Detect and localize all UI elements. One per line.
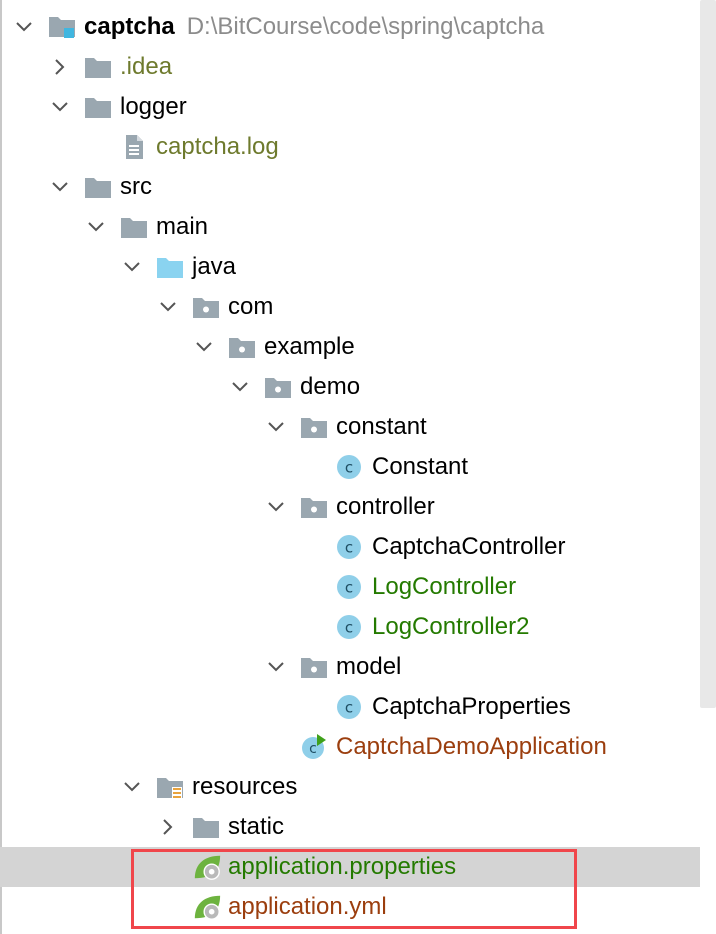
tree-row-label: .idea	[120, 53, 173, 80]
tree-row[interactable]: com	[0, 287, 700, 327]
tree-row-label: CaptchaDemoApplication	[336, 733, 607, 760]
chevron-down-icon[interactable]	[120, 247, 144, 287]
tree-row-label: src	[120, 173, 152, 200]
tree-row-label: application.yml	[228, 893, 387, 920]
tree-row-label: model	[336, 653, 402, 680]
chevron-down-icon[interactable]	[264, 407, 288, 447]
java-class-icon: c	[336, 607, 366, 647]
tree-row-label: CaptchaProperties	[372, 693, 571, 720]
spring-config-icon	[192, 847, 222, 887]
tree-row-label: main	[156, 213, 209, 240]
tree-row[interactable]: resources	[0, 767, 700, 807]
folder-icon	[84, 167, 114, 207]
tree-row[interactable]: main	[0, 207, 700, 247]
source-root-folder-icon	[156, 247, 186, 287]
tree-row[interactable]: demo	[0, 367, 700, 407]
text-file-icon	[120, 127, 150, 167]
tree-row[interactable]: java	[0, 247, 700, 287]
folder-icon	[192, 807, 222, 847]
tree-row[interactable]: example	[0, 327, 700, 367]
chevron-down-icon[interactable]	[48, 167, 72, 207]
module-path: D:\BitCourse\code\spring\captcha	[186, 13, 545, 40]
package-folder-icon	[192, 287, 222, 327]
package-folder-icon	[300, 647, 330, 687]
folder-icon	[84, 87, 114, 127]
tree-row-label: static	[228, 813, 285, 840]
tree-row[interactable]: c CaptchaProperties	[0, 687, 700, 727]
tree-row[interactable]: controller	[0, 487, 700, 527]
tree-row-label: resources	[192, 773, 298, 800]
tree-row-label: captcha.log	[156, 133, 279, 160]
svg-text:c: c	[345, 699, 353, 717]
package-folder-icon	[264, 367, 294, 407]
tree-row-label: java	[192, 253, 237, 280]
tree-row-label: LogController	[372, 573, 517, 600]
chevron-down-icon[interactable]	[264, 487, 288, 527]
tree-row-label: captcha	[84, 13, 175, 40]
tree-row[interactable]: c LogController	[0, 567, 700, 607]
module-folder-icon	[48, 7, 78, 47]
tree-row-label: LogController2	[372, 613, 530, 640]
resources-root-folder-icon	[156, 767, 186, 807]
java-class-icon: c	[336, 527, 366, 567]
java-class-icon: c	[336, 567, 366, 607]
svg-text:c: c	[345, 579, 353, 597]
spring-boot-class-icon: c	[300, 727, 330, 767]
tree-row[interactable]: application.yml	[0, 887, 700, 927]
tree-row[interactable]: model	[0, 647, 700, 687]
tree-row-label: logger	[120, 93, 187, 120]
tree-row[interactable]: c LogController2	[0, 607, 700, 647]
svg-text:c: c	[345, 539, 353, 557]
svg-text:c: c	[309, 741, 317, 757]
tree-row-label: Constant	[372, 453, 469, 480]
tree-row-label: demo	[300, 373, 361, 400]
chevron-down-icon[interactable]	[192, 327, 216, 367]
tree-row-label: constant	[336, 413, 427, 440]
tree-row-label: example	[264, 333, 355, 360]
tree-row[interactable]: application.properties	[0, 847, 700, 887]
tree-row[interactable]: captcha D:\BitCourse\code\spring\captcha	[0, 7, 700, 47]
package-folder-icon	[228, 327, 258, 367]
tree-row[interactable]: constant	[0, 407, 700, 447]
tree-row[interactable]: static	[0, 807, 700, 847]
chevron-down-icon[interactable]	[120, 767, 144, 807]
chevron-down-icon[interactable]	[12, 7, 36, 47]
tree-row[interactable]: c CaptchaController	[0, 527, 700, 567]
chevron-down-icon[interactable]	[228, 367, 252, 407]
folder-icon	[84, 47, 114, 87]
tree-row[interactable]: src	[0, 167, 700, 207]
tree-row[interactable]: captcha.log	[0, 127, 700, 167]
panel-left-border	[0, 0, 2, 934]
spring-config-icon	[192, 887, 222, 927]
package-folder-icon	[300, 407, 330, 447]
tree-row[interactable]: .idea	[0, 47, 700, 87]
tree-row[interactable]: c CaptchaDemoApplication	[0, 727, 700, 767]
java-class-icon: c	[336, 447, 366, 487]
svg-text:c: c	[345, 459, 353, 477]
folder-icon	[120, 207, 150, 247]
tree-row-label: com	[228, 293, 274, 320]
tree-row[interactable]: c Constant	[0, 447, 700, 487]
chevron-down-icon[interactable]	[48, 87, 72, 127]
chevron-right-icon[interactable]	[156, 807, 180, 847]
tree-row-label: controller	[336, 493, 435, 520]
chevron-down-icon[interactable]	[156, 287, 180, 327]
java-class-icon: c	[336, 687, 366, 727]
chevron-down-icon[interactable]	[264, 647, 288, 687]
package-folder-icon	[300, 487, 330, 527]
vertical-scrollbar[interactable]	[700, 0, 716, 708]
chevron-right-icon[interactable]	[48, 47, 72, 87]
svg-text:c: c	[345, 619, 353, 637]
tree-row-label: CaptchaController	[372, 533, 566, 560]
tree-row[interactable]: logger	[0, 87, 700, 127]
chevron-down-icon[interactable]	[84, 207, 108, 247]
tree-row-label: application.properties	[228, 853, 457, 880]
